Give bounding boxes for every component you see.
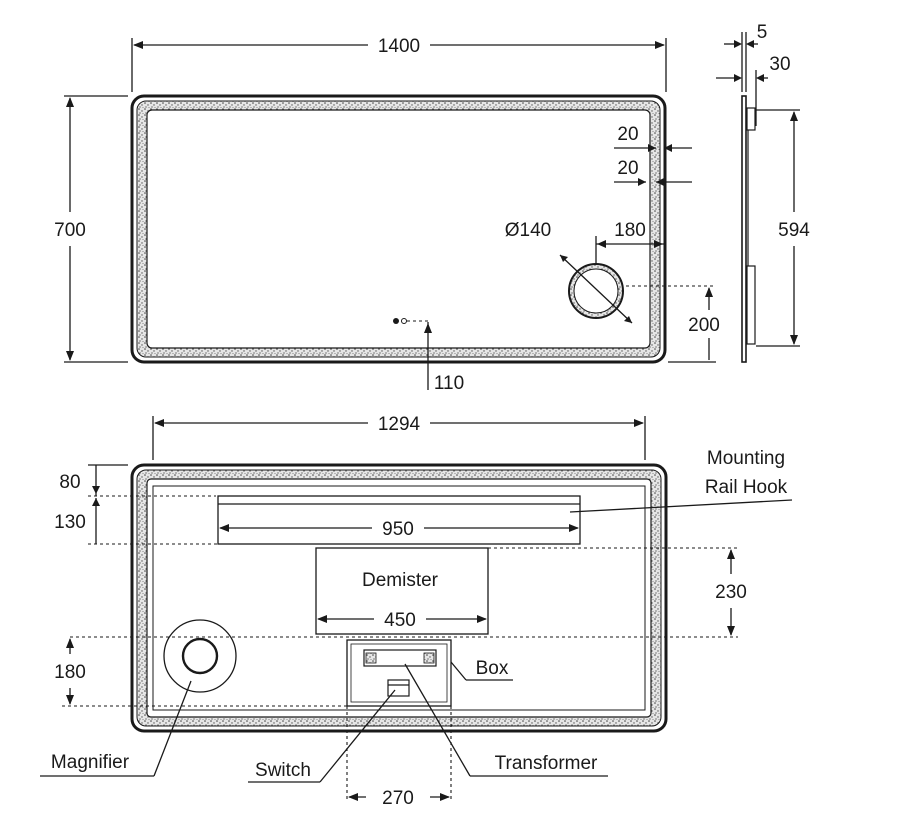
callout-mounting-line2: Rail Hook: [705, 477, 788, 498]
front-width-label: 1400: [378, 36, 420, 57]
front-magnifier-from-bottom: 200: [688, 315, 720, 336]
sensor-ring: [401, 318, 407, 324]
demister-height-label: 230: [715, 582, 747, 603]
side-top-bracket: [746, 107, 756, 131]
side-rail-height: 594: [778, 220, 810, 241]
front-glass: [146, 109, 651, 349]
side-glass-profile: [741, 95, 747, 363]
demister-width-label: 450: [384, 610, 416, 631]
front-magnifier-lens: [573, 268, 619, 314]
front-height-label: 700: [54, 220, 86, 241]
demister-label: Demister: [362, 570, 439, 591]
sensor-dot: [393, 318, 399, 324]
rear-magnifier-lens: [181, 637, 219, 675]
rear-rail-height-label: 130: [54, 512, 86, 533]
front-magnifier-from-side: 180: [614, 220, 646, 241]
front-view: 1400 700 20 20 Ø140 180 200: [54, 36, 720, 394]
rear-inner-panel: [152, 485, 646, 711]
transformer: [363, 649, 437, 667]
front-edge-offset-top: 20: [617, 124, 638, 145]
front-magnifier-diameter: Ø140: [505, 220, 551, 241]
rear-inner-width-label: 1294: [378, 414, 421, 435]
front-edge-offset-second: 20: [617, 158, 638, 179]
side-box-profile: [746, 265, 756, 345]
side-view: 5 30 594: [716, 22, 810, 363]
switch-block: [387, 679, 410, 697]
demister-pad: [315, 547, 489, 635]
box-width-label: 270: [382, 788, 414, 809]
callout-transformer: Transformer: [495, 753, 598, 774]
side-glass-thickness: 5: [757, 22, 768, 43]
electrical-box-inner: [350, 643, 448, 703]
magnifier-height-label: 180: [54, 662, 86, 683]
callout-box: Box: [476, 658, 509, 679]
callout-magnifier: Magnifier: [51, 752, 130, 773]
callout-switch: Switch: [255, 760, 311, 781]
rear-view: 950 Demister 450 1294 80: [40, 414, 793, 809]
front-sensor-from-bottom: 110: [434, 373, 464, 394]
side-depth: 30: [769, 54, 790, 75]
callout-mounting-line1: Mounting: [707, 448, 785, 469]
rail-width-label: 950: [382, 519, 414, 540]
rear-top-offset-label: 80: [59, 472, 80, 493]
